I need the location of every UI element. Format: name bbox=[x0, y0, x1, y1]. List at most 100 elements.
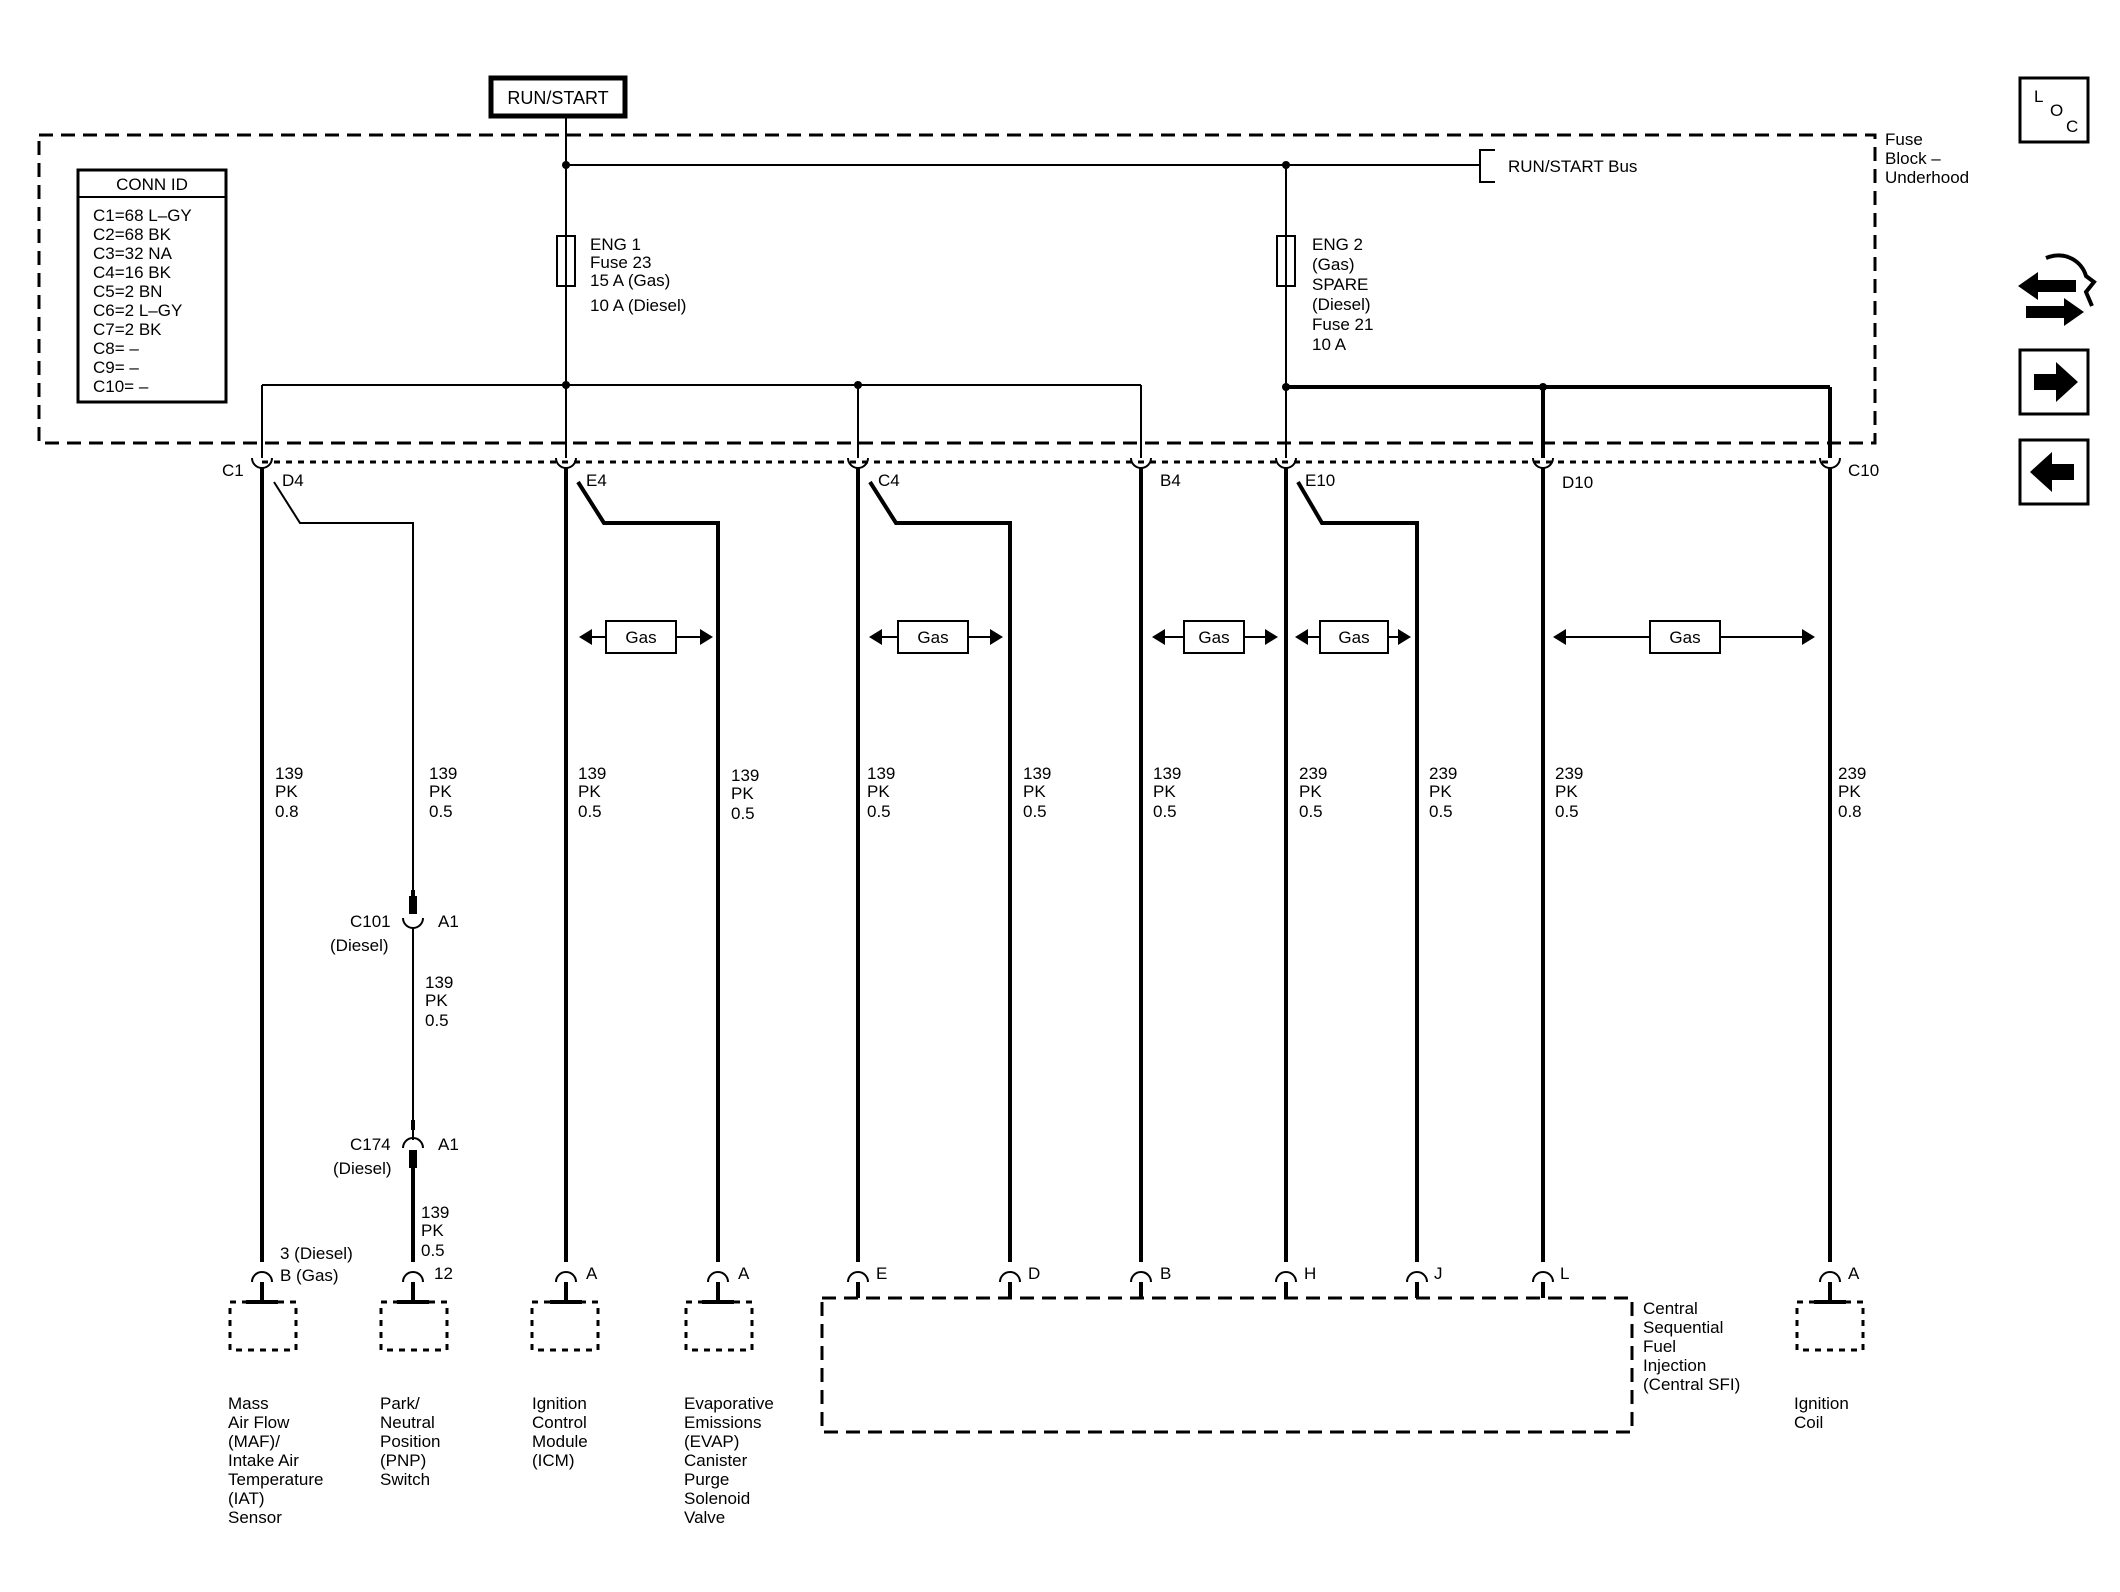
component-ignition-coil: Ignition Coil bbox=[1794, 1300, 1865, 1432]
component-sfi-label: Sequential bbox=[1643, 1318, 1723, 1337]
component-evap-label: Valve bbox=[684, 1508, 725, 1527]
wire-label: 0.5 bbox=[1023, 802, 1047, 821]
component-coil-label: Ignition bbox=[1794, 1394, 1849, 1413]
fuse-eng1-label: 10 A (Diesel) bbox=[590, 296, 686, 315]
bottom-connector-symbols bbox=[246, 1271, 1846, 1304]
component-pnp-label: (PNP) bbox=[380, 1451, 426, 1470]
conn-id-row: C9= – bbox=[93, 358, 139, 377]
component-icm: Ignition Control Module (ICM) bbox=[530, 1300, 600, 1470]
run-start-label: RUN/START bbox=[488, 75, 628, 119]
wire-label: 139 bbox=[578, 764, 606, 783]
gas-tag-text: Gas bbox=[1669, 628, 1700, 647]
component-evap-label: Canister bbox=[684, 1451, 748, 1470]
wire-label: 0.5 bbox=[731, 804, 755, 823]
component-icm-label: Module bbox=[532, 1432, 588, 1451]
fuse-block-label-line: Underhood bbox=[1885, 168, 1969, 187]
component-maf-label: Intake Air bbox=[228, 1451, 299, 1470]
wire-label: PK bbox=[867, 782, 890, 801]
wire-label: PK bbox=[275, 782, 298, 801]
wire-label: 0.5 bbox=[1429, 802, 1453, 821]
fuse-block-label-line: Block – bbox=[1885, 149, 1941, 168]
conn-id-row: C1=68 L–GY bbox=[93, 206, 192, 225]
gas-tag-text: Gas bbox=[1338, 628, 1369, 647]
pin-label: 3 (Diesel) bbox=[280, 1244, 353, 1263]
fuse-block-outline bbox=[37, 133, 1877, 445]
component-icm-label: Ignition bbox=[532, 1394, 587, 1413]
wire-label: 239 bbox=[1838, 764, 1866, 783]
loc-letter: O bbox=[2050, 101, 2063, 120]
wire-label: PK bbox=[1555, 782, 1578, 801]
fuse-eng2-label: ENG 2 bbox=[1312, 235, 1363, 254]
component-maf-label: Mass bbox=[228, 1394, 269, 1413]
gas-tag-text: Gas bbox=[917, 628, 948, 647]
component-pnp-label: Position bbox=[380, 1432, 440, 1451]
conn-id-table: CONN ID C1=68 L–GY C2=68 BK C3=32 NA C4=… bbox=[76, 168, 228, 404]
wire-label: PK bbox=[1299, 782, 1322, 801]
component-evap-label: Purge bbox=[684, 1470, 729, 1489]
connector-d4-label: D4 bbox=[282, 471, 304, 490]
connector-e10-label: E10 bbox=[1305, 471, 1335, 490]
wire-label: PK bbox=[1838, 782, 1861, 801]
gas-tag: Gas bbox=[869, 620, 1003, 654]
pin-label: J bbox=[1434, 1264, 1443, 1283]
conn-id-title: CONN ID bbox=[116, 175, 188, 194]
wire-label: 239 bbox=[1429, 764, 1457, 783]
fuse-distribution-rails bbox=[261, 381, 1832, 458]
fuse-eng1: ENG 1 Fuse 23 15 A (Gas) 10 A (Diesel) bbox=[556, 165, 686, 385]
pin-label: B bbox=[1160, 1264, 1171, 1283]
wire-label: 139 bbox=[425, 973, 453, 992]
wire-label: PK bbox=[1153, 782, 1176, 801]
gas-tag: Gas bbox=[1553, 620, 1815, 654]
component-evap-label: (EVAP) bbox=[684, 1432, 739, 1451]
previous-page-button[interactable] bbox=[2018, 438, 2090, 506]
fuse-eng2-label: SPARE bbox=[1312, 275, 1368, 294]
loc-button[interactable]: L O C bbox=[2018, 76, 2090, 144]
connector-view-icon[interactable] bbox=[2018, 253, 2097, 326]
left-arrow-icon bbox=[2030, 452, 2074, 492]
c101-label: C101 bbox=[350, 912, 391, 931]
gas-tag-text: Gas bbox=[1198, 628, 1229, 647]
component-maf-label: (MAF)/ bbox=[228, 1432, 280, 1451]
fuse-block-label-line: Fuse bbox=[1885, 130, 1923, 149]
loc-letter: C bbox=[2066, 117, 2078, 136]
wire-label: 0.8 bbox=[275, 802, 299, 821]
next-page-button[interactable] bbox=[2018, 348, 2090, 416]
wire-label: 0.5 bbox=[421, 1241, 445, 1260]
component-sfi-label: Injection bbox=[1643, 1356, 1706, 1375]
fuse-block-label: Fuse Block – Underhood bbox=[1885, 130, 1969, 187]
connector-c4-label: C4 bbox=[878, 471, 900, 490]
gas-tag: Gas bbox=[1152, 620, 1278, 654]
wire-label: 139 bbox=[1023, 764, 1051, 783]
wire-label: 0.5 bbox=[1153, 802, 1177, 821]
inline-connector-c101: C101 A1 (Diesel) bbox=[330, 896, 459, 955]
c174-pin-label: A1 bbox=[438, 1135, 459, 1154]
connector-b4-label: B4 bbox=[1160, 471, 1181, 490]
component-pnp-label: Switch bbox=[380, 1470, 430, 1489]
wire-label: 139 bbox=[1153, 764, 1181, 783]
fuse-eng1-label: Fuse 23 bbox=[590, 253, 651, 272]
c101-note: (Diesel) bbox=[330, 936, 389, 955]
gas-tags: Gas Gas Gas Gas Gas bbox=[579, 620, 1815, 654]
wire-label: 0.5 bbox=[1299, 802, 1323, 821]
top-connector-labels: C1 D4 E4 C4 B4 E10 D10 C10 bbox=[222, 461, 1879, 492]
pin-labels: 3 (Diesel) B (Gas) 12 A A E D B H J L A bbox=[280, 1244, 1860, 1285]
wire-label: 139 bbox=[731, 766, 759, 785]
fuse-eng2: ENG 2 (Gas) SPARE (Diesel) Fuse 21 10 A bbox=[1276, 165, 1373, 385]
wire-label: PK bbox=[425, 991, 448, 1010]
component-pnp-label: Park/ bbox=[380, 1394, 420, 1413]
component-sfi-label: Central bbox=[1643, 1299, 1698, 1318]
wire-labels: 139 PK 0.8 139 PK 0.5 139 PK 0.5 139 PK … bbox=[275, 764, 1866, 1260]
component-maf-label: (IAT) bbox=[228, 1489, 265, 1508]
component-evap-label: Solenoid bbox=[684, 1489, 750, 1508]
connector-c1-label: C1 bbox=[222, 461, 244, 480]
pin-label: L bbox=[1560, 1264, 1569, 1283]
fuse-eng2-label: Fuse 21 bbox=[1312, 315, 1373, 334]
component-evap-label: Emissions bbox=[684, 1413, 761, 1432]
pin-label: A bbox=[738, 1264, 750, 1283]
pin-label: E bbox=[876, 1264, 887, 1283]
wire-label: PK bbox=[421, 1221, 444, 1240]
fuse-eng2-label: (Gas) bbox=[1312, 255, 1355, 274]
wire-label: 0.5 bbox=[867, 802, 891, 821]
c101-pin-label: A1 bbox=[438, 912, 459, 931]
fuse-eng1-label: ENG 1 bbox=[590, 235, 641, 254]
